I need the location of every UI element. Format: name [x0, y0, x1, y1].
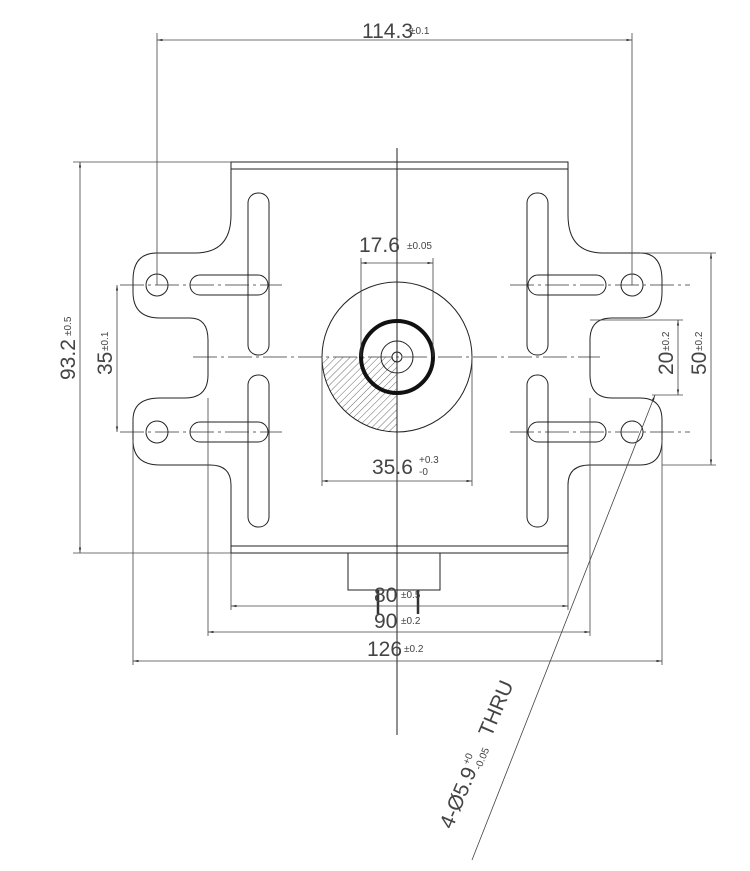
- dim-35-6: [321, 357, 473, 486]
- dim-17-6: [360, 258, 434, 357]
- inner-circle: [380, 340, 414, 374]
- dim-126-value: 126: [367, 638, 402, 661]
- center-hole: [391, 351, 403, 363]
- dim-35-6-tol-upper: +0.3: [419, 455, 439, 466]
- hole-note-leader: [471, 394, 656, 861]
- dim-93-2-tol: ±0.5: [63, 316, 74, 336]
- dim-90-value: 90: [374, 610, 397, 633]
- dim-35-value: 35: [94, 352, 117, 375]
- dim-35-6-value: 35.6: [372, 456, 413, 479]
- dim-50: [640, 252, 716, 466]
- hole-note-tol-upper: +0: [461, 751, 476, 766]
- dim-20-tol: ±0.2: [661, 331, 672, 351]
- dim-93-2-value: 93.2: [57, 339, 80, 380]
- connector-box: [347, 552, 441, 591]
- section-hatch: [322, 357, 397, 432]
- hole-note-prefix: 4-Ø5.9: [435, 764, 481, 832]
- dim-114-3: [156, 33, 633, 285]
- dim-93-2: [73, 161, 231, 554]
- dim-35-6-tol-lower: -0: [419, 467, 428, 478]
- dim-114-3-tol: ±0.1: [410, 26, 430, 37]
- dim-90-tol: ±0.2: [401, 616, 421, 627]
- dim-90: [207, 398, 591, 636]
- hole-note-suffix: THRU: [475, 677, 519, 740]
- dim-80: [230, 553, 569, 610]
- dim-50-value: 50: [688, 352, 711, 375]
- dim-126: [132, 440, 663, 665]
- dim-35-tol: ±0.1: [100, 331, 111, 351]
- dim-20: [590, 319, 683, 396]
- dim-114-3-value: 114.3: [362, 20, 413, 43]
- dim-50-tol: ±0.2: [694, 331, 705, 351]
- mounting-holes: [120, 273, 690, 444]
- dim-80-tol: ±0.5: [401, 590, 421, 601]
- dim-126-tol: ±0.2: [404, 644, 424, 655]
- dim-20-value: 20: [655, 352, 678, 375]
- dim-17-6-value: 17.6: [359, 234, 400, 257]
- dim-80-value: 80: [374, 584, 397, 607]
- dim-17-6-tol: ±0.05: [407, 241, 432, 252]
- hole-note-tol-lower: -0.05: [473, 746, 492, 772]
